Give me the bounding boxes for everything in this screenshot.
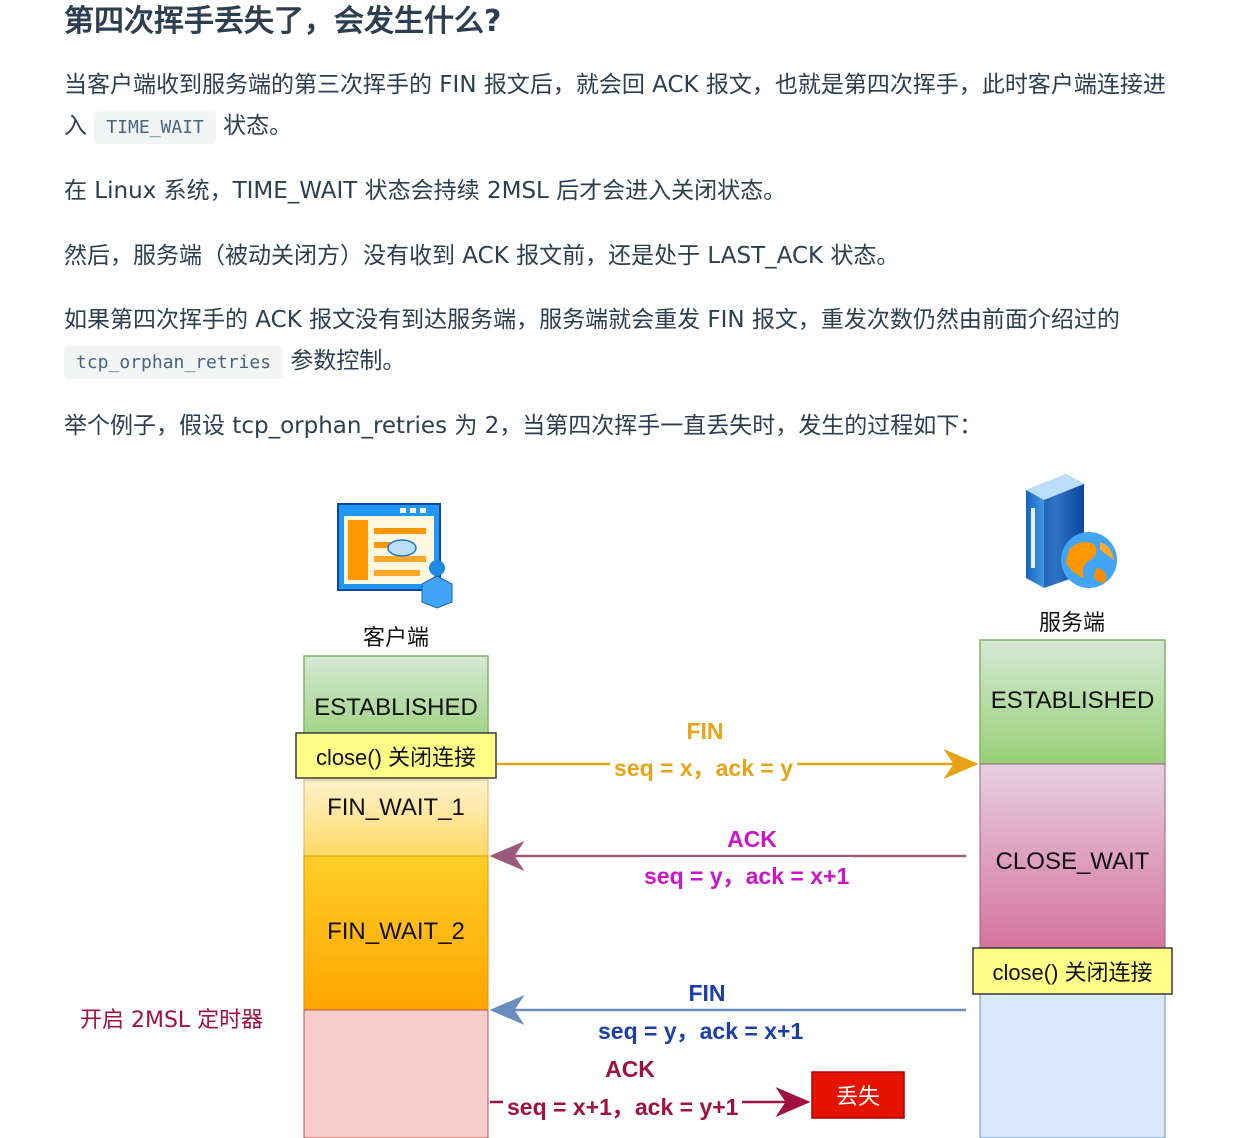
server-state-established: ESTABLISHED: [990, 687, 1155, 714]
client-state-established: ESTABLISHED: [314, 694, 478, 721]
section-heading: 第四次挥手丢失了，会发生什么?: [64, 4, 502, 39]
server-close-wait-box: [979, 763, 1166, 949]
client-state-fin-wait-2: FIN_WAIT_2: [327, 918, 465, 945]
client-state-fin-wait-1: FIN_WAIT_1: [327, 794, 465, 821]
inline-code-time-wait: TIME_WAIT: [94, 111, 216, 144]
lost-label: 丢失: [835, 1084, 880, 1109]
diagram-graphics: [295, 474, 1173, 1138]
client-label: 客户端: [362, 626, 429, 651]
msg3-detail: seq = y，ack = x+1: [594, 1012, 808, 1046]
paragraph-4: 如果第四次挥手的 ACK 报文没有到达服务端，服务端就会重发 FIN 报文，重发…: [64, 300, 1174, 383]
paragraph-5: 举个例子，假设 tcp_orphan_retries 为 2，当第四次挥手一直丢…: [64, 413, 983, 439]
paragraph-1-text: 当客户端收到服务端的第三次挥手的 FIN 报文后，就会回 ACK 报文，也就是第…: [64, 72, 1166, 139]
server-established-box: [979, 639, 1166, 765]
paragraph-1: 当客户端收到服务端的第三次挥手的 FIN 报文后，就会回 ACK 报文，也就是第…: [64, 65, 1174, 148]
tcp-handshake-diagram: 客户端 服务端 ESTABLISHED close() 关闭连接 FIN_WAI…: [0, 450, 1238, 1138]
timer-label: 开启 2MSL 定时器: [80, 1008, 264, 1033]
msg4-title: ACK: [605, 1056, 655, 1082]
client-fin-wait-2-box: [303, 855, 489, 1011]
client-time-wait-box: [303, 1009, 489, 1138]
server-state-close-wait: CLOSE_WAIT: [995, 848, 1150, 875]
msg1-detail: seq = x，ack = y: [610, 749, 798, 783]
server-close-label: close() 关闭连接: [992, 960, 1153, 985]
paragraph-4-tail: 参数控制。: [283, 348, 406, 374]
client-computer-icon: [337, 503, 453, 609]
msg4-detail: seq = x+1，ack = y+1: [503, 1088, 743, 1122]
paragraph-4-text: 如果第四次挥手的 ACK 报文没有到达服务端，服务端就会重发 FIN 报文，重发…: [64, 307, 1120, 333]
client-close-label: close() 关闭连接: [315, 744, 477, 770]
server-close-box: [972, 947, 1173, 995]
client-fin-wait-1-box: [303, 779, 489, 857]
msg2-title: ACK: [727, 826, 777, 852]
msg3-title: FIN: [688, 980, 726, 1006]
inline-code-tcp-orphan-retries: tcp_orphan_retries: [64, 346, 284, 379]
lost-box: [811, 1071, 905, 1119]
server-last-ack-box: [979, 993, 1166, 1138]
paragraph-3: 然后，服务端（被动关闭方）没有收到 ACK 报文前，还是处于 LAST_ACK …: [64, 243, 900, 269]
paragraph-1-tail: 状态。: [215, 113, 293, 139]
server-label: 服务端: [1038, 611, 1105, 636]
client-close-box: [295, 732, 497, 779]
msg2-detail: seq = y，ack = x+1: [640, 857, 854, 891]
paragraph-2: 在 Linux 系统，TIME_WAIT 状态会持续 2MSL 后才会进入关闭状…: [64, 178, 787, 204]
msg1-title: FIN: [686, 718, 724, 744]
server-globe-icon: [1026, 474, 1117, 588]
